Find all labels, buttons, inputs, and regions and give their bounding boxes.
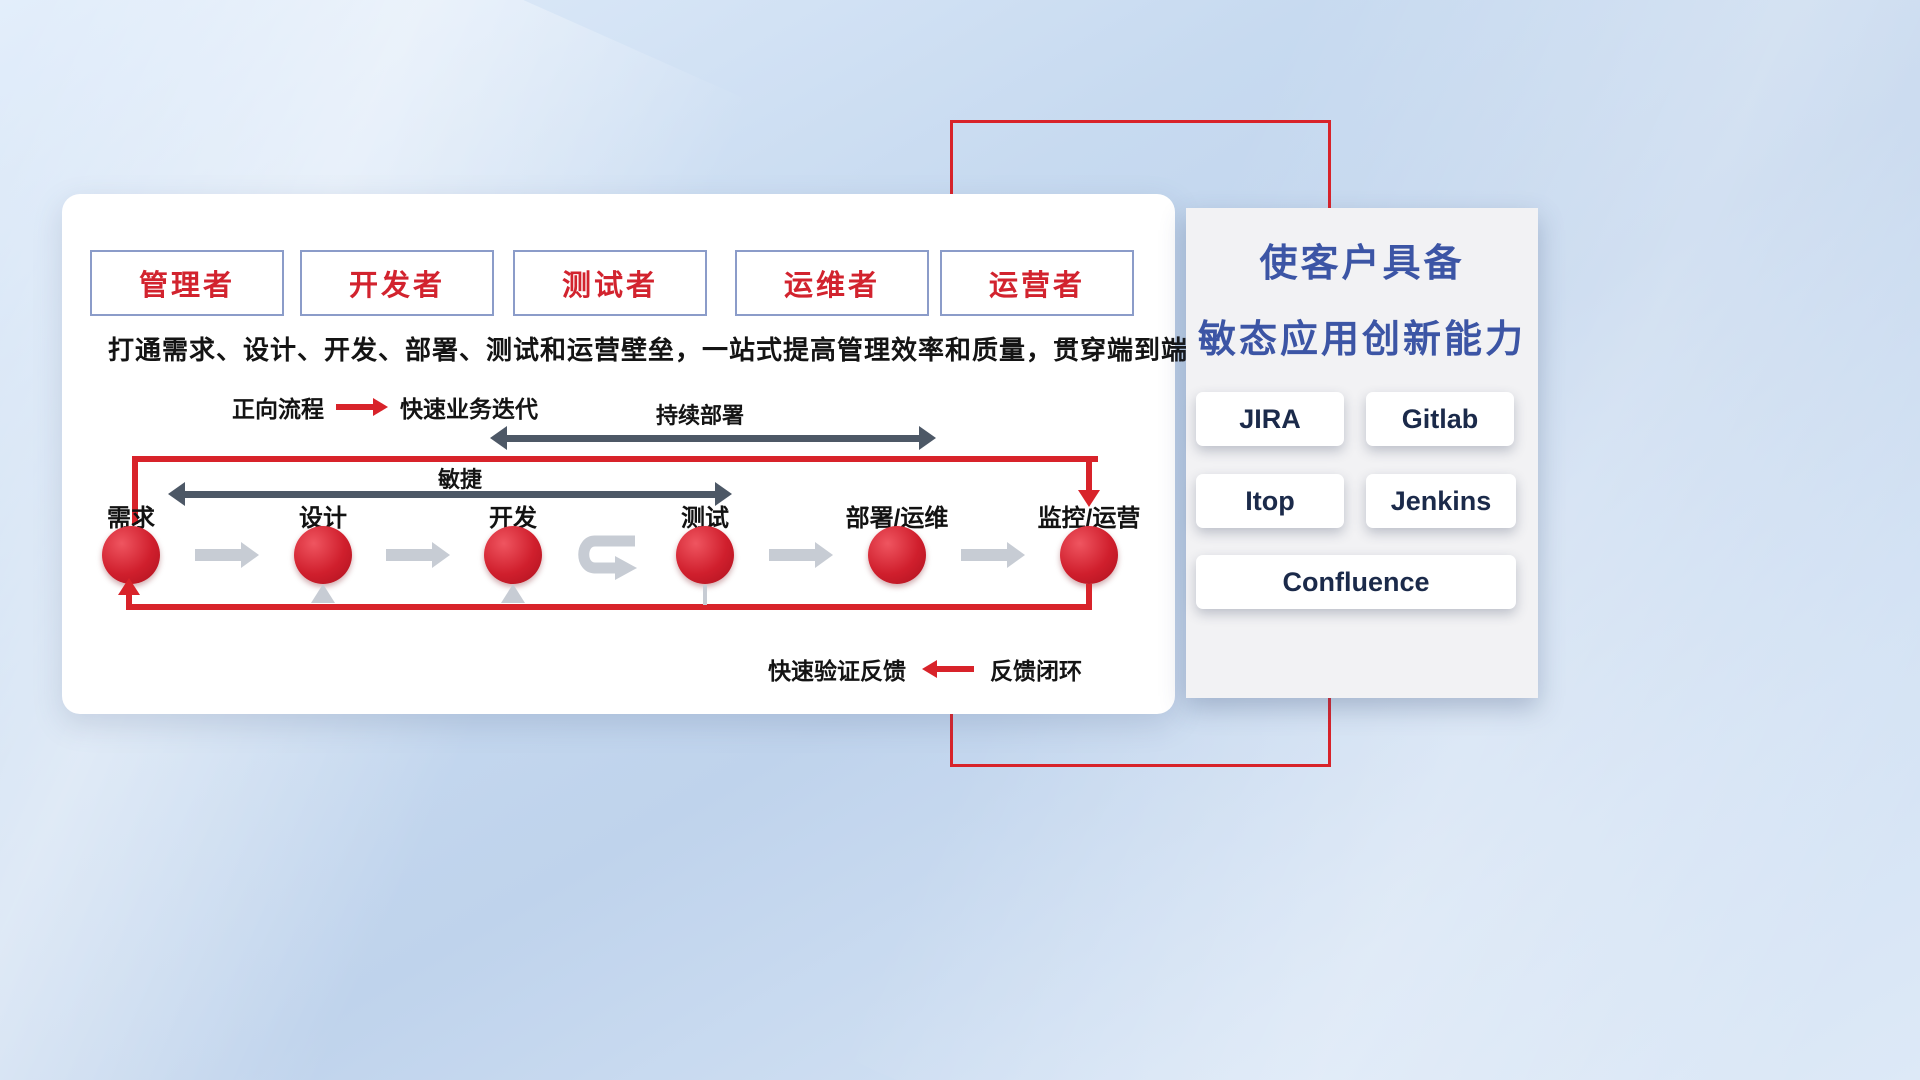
- forward-flow-label: 正向流程: [232, 396, 324, 422]
- node-monitor-ops: [1060, 526, 1118, 584]
- agile-label: 敏捷: [437, 467, 482, 492]
- role-label: 运维者: [783, 270, 880, 302]
- feedback-line-left: [126, 594, 132, 608]
- forward-arrow-icon: [336, 398, 388, 416]
- flow-arrow-icon: [195, 542, 259, 568]
- feedback-desc: 快速验证反馈: [768, 658, 906, 684]
- forward-flow-line: [132, 456, 1098, 462]
- tool-card-gitlab: Gitlab: [1366, 392, 1514, 446]
- arrow-bar: [182, 491, 718, 498]
- forward-legend: 正向流程 快速业务迭代: [232, 390, 538, 424]
- feedback-arrowhead-icon: [118, 578, 140, 595]
- role-box-tester: 测试者: [513, 250, 707, 316]
- feedback-line: [126, 604, 1092, 610]
- up-arrow-icon: [311, 584, 335, 603]
- agile-span-arrow-icon: [168, 482, 732, 507]
- flow-arrow-icon: [769, 542, 833, 568]
- node-design: [294, 526, 352, 584]
- role-label: 开发者: [348, 270, 445, 302]
- role-box-manager: 管理者: [90, 250, 284, 316]
- flow-arrow-icon: [961, 542, 1025, 568]
- forward-flow-arrowhead-icon: [1078, 490, 1100, 507]
- tool-card-jira: JIRA: [1196, 392, 1344, 446]
- node-deploy-ops: [868, 526, 926, 584]
- testing-feedback-connector: [703, 585, 707, 605]
- feedback-label: 反馈闭环: [990, 658, 1082, 684]
- continuous-deployment-span-arrow-icon: [490, 426, 936, 451]
- feedback-legend: 快速验证反馈 反馈闭环: [768, 652, 1082, 686]
- role-box-developer: 开发者: [300, 250, 494, 316]
- node-development: [484, 526, 542, 584]
- tool-card-confluence: Confluence: [1196, 555, 1516, 609]
- up-arrow-icon: [501, 584, 525, 603]
- forward-flow-line-right: [1086, 456, 1092, 492]
- capability-title-line2: 敏态应用创新能力: [1197, 319, 1526, 361]
- description-text: 打通需求、设计、开发、部署、测试和运营壁垒，一站式提高管理效率和质量，贯穿端到端…: [108, 335, 1270, 365]
- node-testing: [676, 526, 734, 584]
- node-requirements: [102, 526, 160, 584]
- role-box-ops: 运维者: [735, 250, 929, 316]
- tool-card-jenkins: Jenkins: [1366, 474, 1516, 528]
- capability-title-line1: 使客户具备: [1259, 243, 1465, 285]
- continuous-deployment-label: 持续部署: [655, 403, 744, 428]
- devops-flow-panel: 管理者 开发者 测试者 运维者 运营者 打通需求、设计、开发、部署、测试和运营壁…: [62, 194, 1268, 714]
- dev-test-loop-icon: [578, 535, 637, 580]
- role-label: 测试者: [561, 270, 658, 302]
- forward-flow-desc: 快速业务迭代: [400, 396, 538, 422]
- feedback-line-right: [1086, 584, 1092, 608]
- feedback-arrow-icon: [922, 660, 974, 678]
- role-label: 管理者: [138, 270, 235, 302]
- tool-card-itop: Itop: [1196, 474, 1344, 528]
- role-label: 运营者: [988, 270, 1085, 302]
- capability-panel: 使客户具备 敏态应用创新能力 JIRA Gitlab Itop Jenkins …: [1186, 208, 1538, 698]
- arrow-bar: [504, 435, 922, 442]
- role-box-operator: 运营者: [940, 250, 1134, 316]
- flow-arrow-icon: [386, 542, 450, 568]
- forward-flow-line-left: [132, 456, 138, 524]
